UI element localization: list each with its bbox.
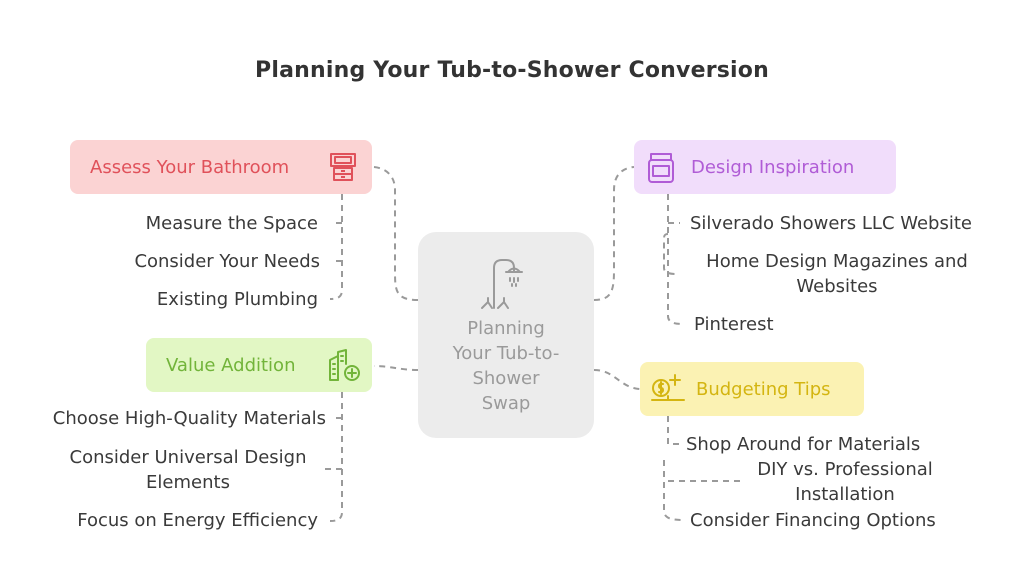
budget-item-1: Shop Around for Materials (686, 434, 921, 455)
budget-item-2: DIY vs. Professional Installation (757, 459, 933, 505)
bathroom-cabinet-icon (330, 153, 356, 181)
building-plus-icon (329, 349, 360, 381)
value-item-3: Focus on Energy Efficiency (77, 510, 318, 531)
design-item-2: Home Design Magazines and Websites (706, 251, 968, 297)
branch-value: Value Addition (146, 338, 372, 392)
value-item-2: Consider Universal Design Elements (69, 447, 307, 493)
connector-budget (593, 369, 641, 390)
connector-budget-items (667, 416, 680, 445)
branch-assess: Assess Your Bathroom (70, 140, 372, 194)
connector-assess (373, 166, 419, 301)
branch-design: Design Inspiration (634, 140, 896, 194)
center-node: Planning Your Tub-to-Shower Swap (418, 232, 594, 438)
design-item-1: Silverado Showers LLC Website (690, 213, 972, 234)
connector-design (593, 166, 635, 301)
branch-budget-label: Budgeting Tips (696, 378, 831, 400)
assess-item-1: Measure the Space (145, 213, 318, 234)
value-item-1: Choose High-Quality Materials (52, 408, 326, 429)
connector-value (373, 365, 419, 371)
jar-icon (648, 153, 674, 183)
branch-value-label: Value Addition (166, 354, 296, 376)
connector-design-items (667, 194, 685, 325)
budget-item-3: Consider Financing Options (690, 510, 936, 531)
assess-item-3: Existing Plumbing (156, 289, 318, 310)
design-item-3: Pinterest (694, 314, 774, 335)
branch-assess-label: Assess Your Bathroom (90, 156, 290, 178)
connector-value-items (329, 392, 343, 522)
connector-assess-items (329, 194, 343, 300)
center-label: Planning Your Tub-to-Shower Swap (452, 318, 560, 414)
assess-item-2: Consider Your Needs (134, 251, 320, 272)
diagram-title: Planning Your Tub-to-Shower Conversion (255, 58, 769, 83)
branch-budget: Budgeting Tips (640, 362, 864, 416)
money-scale-icon (651, 374, 685, 401)
shower-icon (481, 259, 523, 309)
branch-design-label: Design Inspiration (691, 156, 855, 178)
